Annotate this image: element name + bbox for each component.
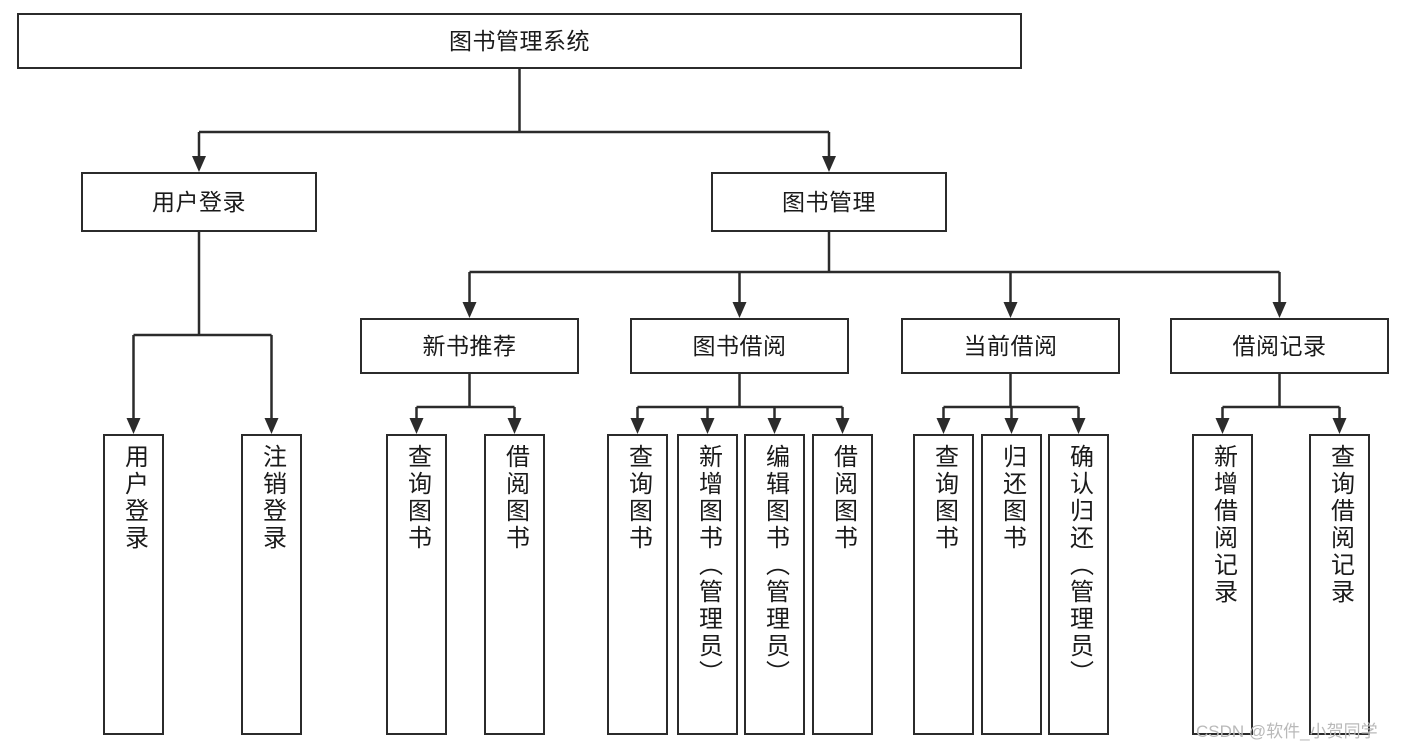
node-leaf-add-borrow-record[interactable]: 新增借阅记录	[1192, 434, 1253, 735]
node-leaf-query-borrow-record[interactable]: 查询借阅记录	[1309, 434, 1370, 735]
node-label-leaf-edit-book: 编辑图书（管理员）	[761, 444, 789, 687]
node-current-borrow[interactable]: 当前借阅	[901, 318, 1120, 374]
node-leaf-edit-book[interactable]: 编辑图书（管理员）	[744, 434, 805, 735]
node-label-leaf-add-borrow-record: 新增借阅记录	[1209, 444, 1237, 606]
node-label-leaf-user-login: 用户登录	[120, 444, 148, 552]
node-leaf-query-book-3[interactable]: 查询图书	[913, 434, 974, 735]
node-borrow-record[interactable]: 借阅记录	[1170, 318, 1389, 374]
node-book-borrow[interactable]: 图书借阅	[630, 318, 849, 374]
node-label-leaf-query-book-1: 查询图书	[403, 444, 431, 552]
node-label-book-borrow: 图书借阅	[692, 332, 787, 359]
node-root[interactable]: 图书管理系统	[17, 13, 1022, 69]
node-label-new-book-recommend: 新书推荐	[422, 332, 517, 359]
node-leaf-return-book[interactable]: 归还图书	[981, 434, 1042, 735]
node-leaf-add-book[interactable]: 新增图书（管理员）	[677, 434, 738, 735]
node-leaf-user-logout[interactable]: 注销登录	[241, 434, 302, 735]
watermark-text: CSDN @软件_小贺同学	[1196, 722, 1378, 741]
node-label-leaf-query-book-2: 查询图书	[624, 444, 652, 552]
node-label-leaf-query-borrow-record: 查询借阅记录	[1326, 444, 1354, 606]
node-label-leaf-confirm-return: 确认归还（管理员）	[1065, 444, 1093, 687]
node-label-leaf-borrow-book-1: 借阅图书	[501, 444, 529, 552]
node-label-leaf-user-logout: 注销登录	[258, 444, 286, 552]
node-label-current-borrow: 当前借阅	[963, 332, 1058, 359]
node-label-borrow-record: 借阅记录	[1232, 332, 1327, 359]
node-leaf-query-book-1[interactable]: 查询图书	[386, 434, 447, 735]
node-label-leaf-query-book-3: 查询图书	[930, 444, 958, 552]
node-leaf-borrow-book-1[interactable]: 借阅图书	[484, 434, 545, 735]
node-book-manage[interactable]: 图书管理	[711, 172, 947, 232]
node-leaf-confirm-return[interactable]: 确认归还（管理员）	[1048, 434, 1109, 735]
node-label-user-login: 用户登录	[152, 188, 246, 215]
node-label-leaf-add-book: 新增图书（管理员）	[694, 444, 722, 687]
node-user-login[interactable]: 用户登录	[81, 172, 317, 232]
node-leaf-borrow-book-2[interactable]: 借阅图书	[812, 434, 873, 735]
node-new-book-recommend[interactable]: 新书推荐	[360, 318, 579, 374]
node-label-root: 图书管理系统	[449, 27, 590, 54]
node-label-book-manage: 图书管理	[782, 188, 876, 215]
node-label-leaf-borrow-book-2: 借阅图书	[829, 444, 857, 552]
node-label-leaf-return-book: 归还图书	[998, 444, 1026, 552]
node-leaf-user-login[interactable]: 用户登录	[103, 434, 164, 735]
node-leaf-query-book-2[interactable]: 查询图书	[607, 434, 668, 735]
